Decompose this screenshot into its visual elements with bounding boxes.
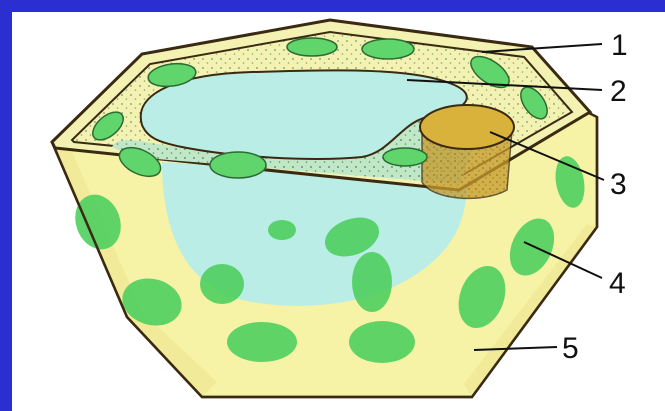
callout-label-1: 1 — [611, 29, 628, 62]
chloroplast — [362, 39, 414, 59]
callout-label-5: 5 — [562, 332, 579, 365]
chloroplast — [210, 152, 266, 178]
chloroplast — [383, 148, 427, 166]
callout-label-3: 3 — [610, 168, 627, 201]
chloroplast — [349, 321, 415, 363]
callout-label-4: 4 — [609, 267, 626, 300]
chloroplast — [200, 264, 244, 304]
chloroplast — [227, 322, 297, 362]
chloroplast — [268, 220, 296, 240]
plant-cell-diagram: 1 2 3 4 5 — [12, 12, 665, 411]
chloroplast — [352, 252, 392, 312]
callout-label-2: 2 — [610, 75, 627, 108]
nucleus — [420, 105, 514, 149]
diagram-canvas: 1 2 3 4 5 — [12, 12, 665, 411]
chloroplast — [287, 38, 337, 56]
